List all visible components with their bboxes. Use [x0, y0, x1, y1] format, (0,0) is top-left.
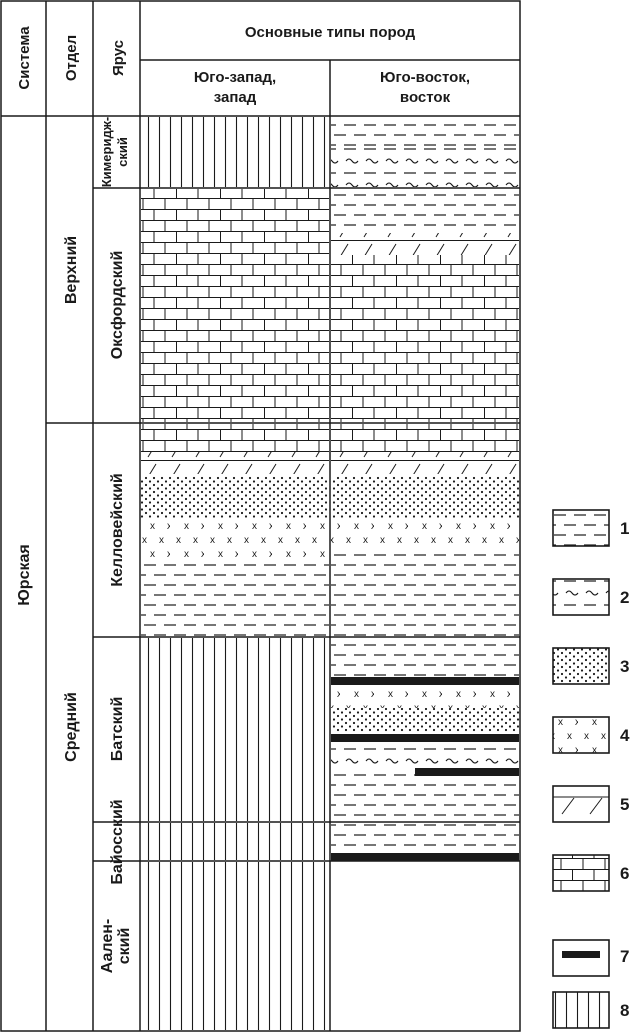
bajocian-east-coal-1	[331, 853, 519, 861]
bathonian-east-tildes	[331, 743, 519, 767]
department-middle-label: Средний	[63, 692, 80, 762]
kimmeridgian-east-clay	[331, 117, 519, 147]
stage-kimmeridgian-line2: ский	[115, 137, 130, 167]
column-southwest	[141, 117, 329, 1030]
department-upper-label: Верхний	[63, 236, 80, 304]
bathonian-east-sand	[331, 708, 519, 732]
legend-item-2: 2	[552, 578, 629, 616]
legend: 1 2 3 4 5 6 7	[552, 509, 630, 1029]
callovian-west-limestone	[141, 424, 329, 452]
table-frame	[0, 0, 521, 1032]
system-label: Юрская	[16, 544, 33, 605]
oxfordian-west-limestone	[141, 189, 329, 422]
stage-oxfordian-label: Оксфордский	[109, 251, 126, 360]
stage-bajocian-label: Байосский	[109, 799, 126, 884]
legend-number-7: 7	[620, 947, 629, 966]
callovian-west-sand	[141, 476, 329, 518]
bathonian-east-coal-2	[331, 734, 519, 742]
legend-item-1: 1	[552, 509, 629, 547]
header-southeast-line2: восток	[400, 89, 451, 106]
legend-number-1: 1	[620, 519, 629, 538]
stage-aalenian-line1: Аален-	[99, 919, 116, 974]
oxfordian-east-limestone	[331, 255, 519, 422]
callovian-west-clay	[141, 562, 329, 636]
stage-callovian-label: Келловейский	[109, 473, 126, 587]
callovian-west-marl	[141, 452, 329, 474]
kimmeridgian-east-tildes	[331, 147, 519, 187]
bathonian-east-coal-3	[415, 768, 519, 776]
stage-kimmeridgian-line1: Кимеридж-	[99, 117, 114, 188]
bathonian-east-clay-bottom	[331, 768, 415, 821]
legend-number-2: 2	[620, 588, 629, 607]
callovian-east-clay	[331, 550, 519, 636]
header-southwest-line1: Юго-запад,	[194, 69, 276, 86]
stage-bathonian-label: Батский	[109, 697, 126, 762]
stage-aalenian-line2: ский	[116, 928, 133, 965]
legend-item-3: 3	[552, 647, 629, 685]
column-southeast	[331, 117, 519, 861]
header-stage: Ярус	[110, 40, 127, 76]
callovian-east-marl	[331, 452, 519, 474]
bathonian-west-gap	[141, 638, 329, 821]
callovian-east-sand	[331, 476, 519, 518]
header-southeast-line1: Юго-восток,	[380, 69, 470, 86]
bajocian-west-gap	[141, 823, 329, 860]
legend-item-5: 5	[552, 785, 629, 823]
oxfordian-east-marl	[331, 233, 519, 255]
legend-item-6: 6	[552, 854, 629, 892]
bajocian-east-clay	[331, 823, 519, 853]
callovian-east-limestone	[331, 424, 519, 452]
aalenian-west-gap	[141, 862, 329, 1030]
bathonian-east-clay-top	[331, 638, 519, 676]
bathonian-east-coal-1	[331, 677, 519, 685]
legend-item-7: 7	[552, 939, 629, 977]
legend-number-3: 3	[620, 657, 629, 676]
bathonian-east-crosses	[331, 686, 519, 708]
header-rock-types: Основные типы пород	[245, 24, 416, 41]
legend-item-4: 4	[552, 716, 630, 754]
header-system: Система	[16, 26, 33, 90]
header-southwest-line2: запад	[214, 89, 257, 106]
legend-number-4: 4	[620, 726, 630, 745]
bathonian-east-clay-bottom-right	[415, 777, 519, 821]
oxfordian-east-clay	[331, 189, 519, 233]
legend-item-8: 8	[552, 991, 629, 1029]
callovian-east-crosses	[331, 520, 519, 550]
callovian-west-crosses	[141, 520, 329, 562]
legend-number-5: 5	[620, 795, 629, 814]
legend-number-8: 8	[620, 1001, 629, 1020]
legend-number-6: 6	[620, 864, 629, 883]
header-department: Отдел	[63, 35, 80, 81]
kimmeridgian-west-gap	[141, 117, 329, 187]
